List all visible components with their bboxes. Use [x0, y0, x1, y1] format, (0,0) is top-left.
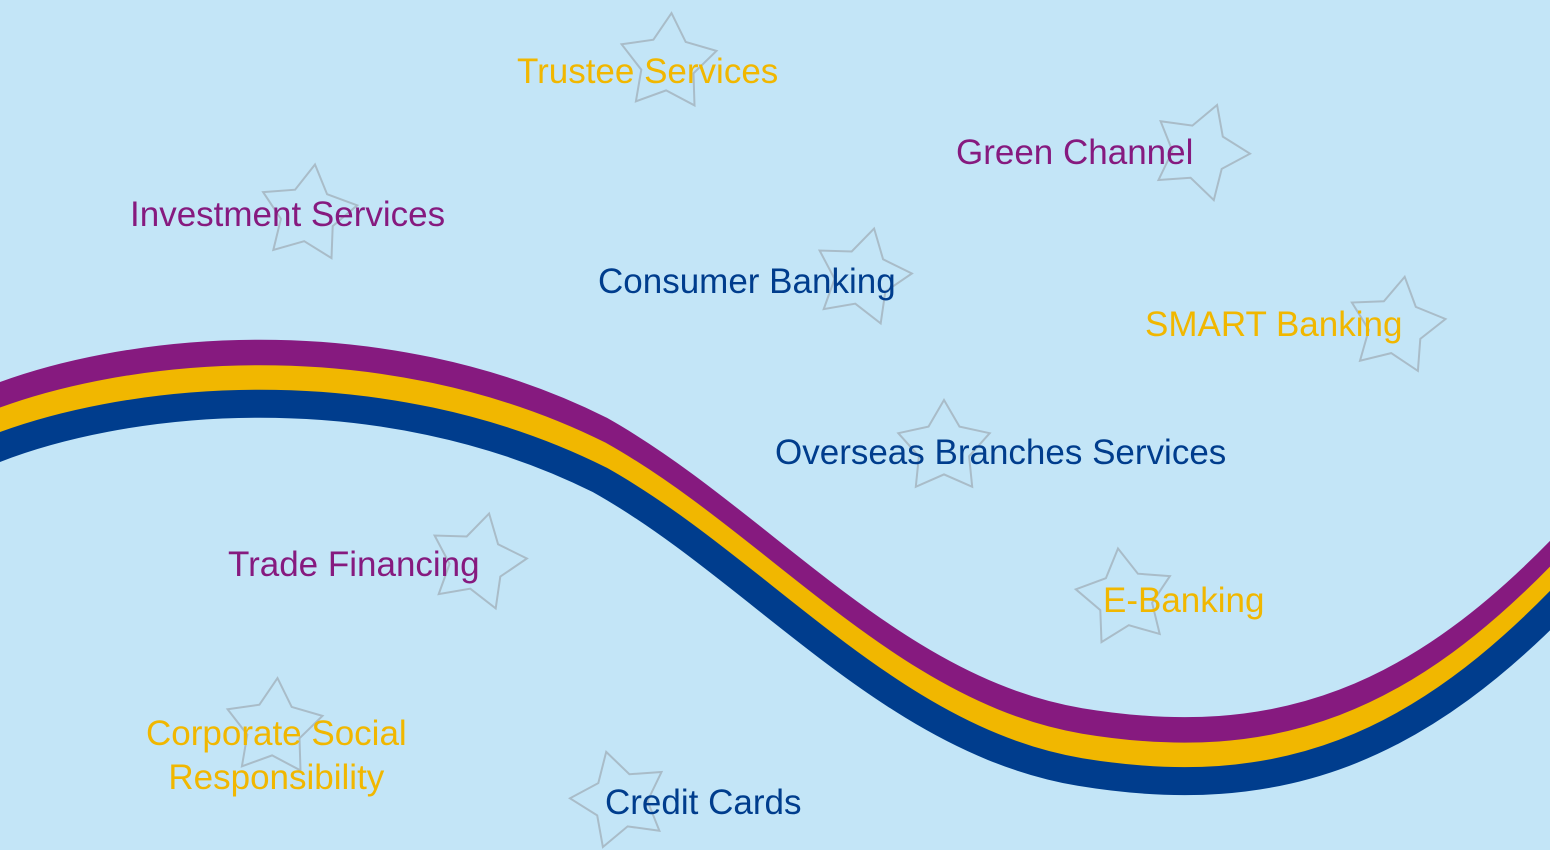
consumer-banking-link[interactable]: Consumer Banking	[598, 262, 896, 301]
star-outline-icon	[432, 511, 529, 611]
e-banking-link[interactable]: E-Banking	[1103, 581, 1265, 620]
star-outline-icon	[568, 749, 664, 849]
star-outline-icon	[817, 226, 914, 326]
ribbon	[0, 339, 1550, 796]
credit-cards-link[interactable]: Credit Cards	[605, 783, 802, 822]
star-decorations	[225, 11, 1448, 849]
investment-services-link[interactable]: Investment Services	[130, 195, 446, 234]
csr-line-1: Corporate Social	[146, 714, 407, 753]
ribbon-stripe-purple	[0, 339, 1550, 746]
ribbon-stripe-blue	[0, 389, 1550, 796]
star-outline-icon	[1156, 103, 1252, 203]
overseas-branches-services-link[interactable]: Overseas Branches Services	[775, 433, 1227, 472]
star-outline-icon	[261, 162, 360, 260]
star-outline-icon	[896, 398, 992, 489]
csr-line-2: Responsibility	[168, 758, 385, 797]
smart-banking-link[interactable]: SMART Banking	[1145, 305, 1403, 344]
ribbon-stripe-gold	[0, 365, 1550, 770]
star-outline-icon	[1350, 274, 1448, 373]
corporate-social-responsibility-link[interactable]: Corporate Social Responsibility	[146, 712, 407, 800]
trade-financing-link[interactable]: Trade Financing	[228, 545, 480, 584]
green-channel-link[interactable]: Green Channel	[956, 133, 1194, 172]
star-outline-icon	[225, 676, 325, 773]
star-outline-icon	[1073, 546, 1172, 644]
trustee-services-link[interactable]: Trustee Services	[517, 52, 779, 91]
star-outline-icon	[619, 11, 719, 108]
